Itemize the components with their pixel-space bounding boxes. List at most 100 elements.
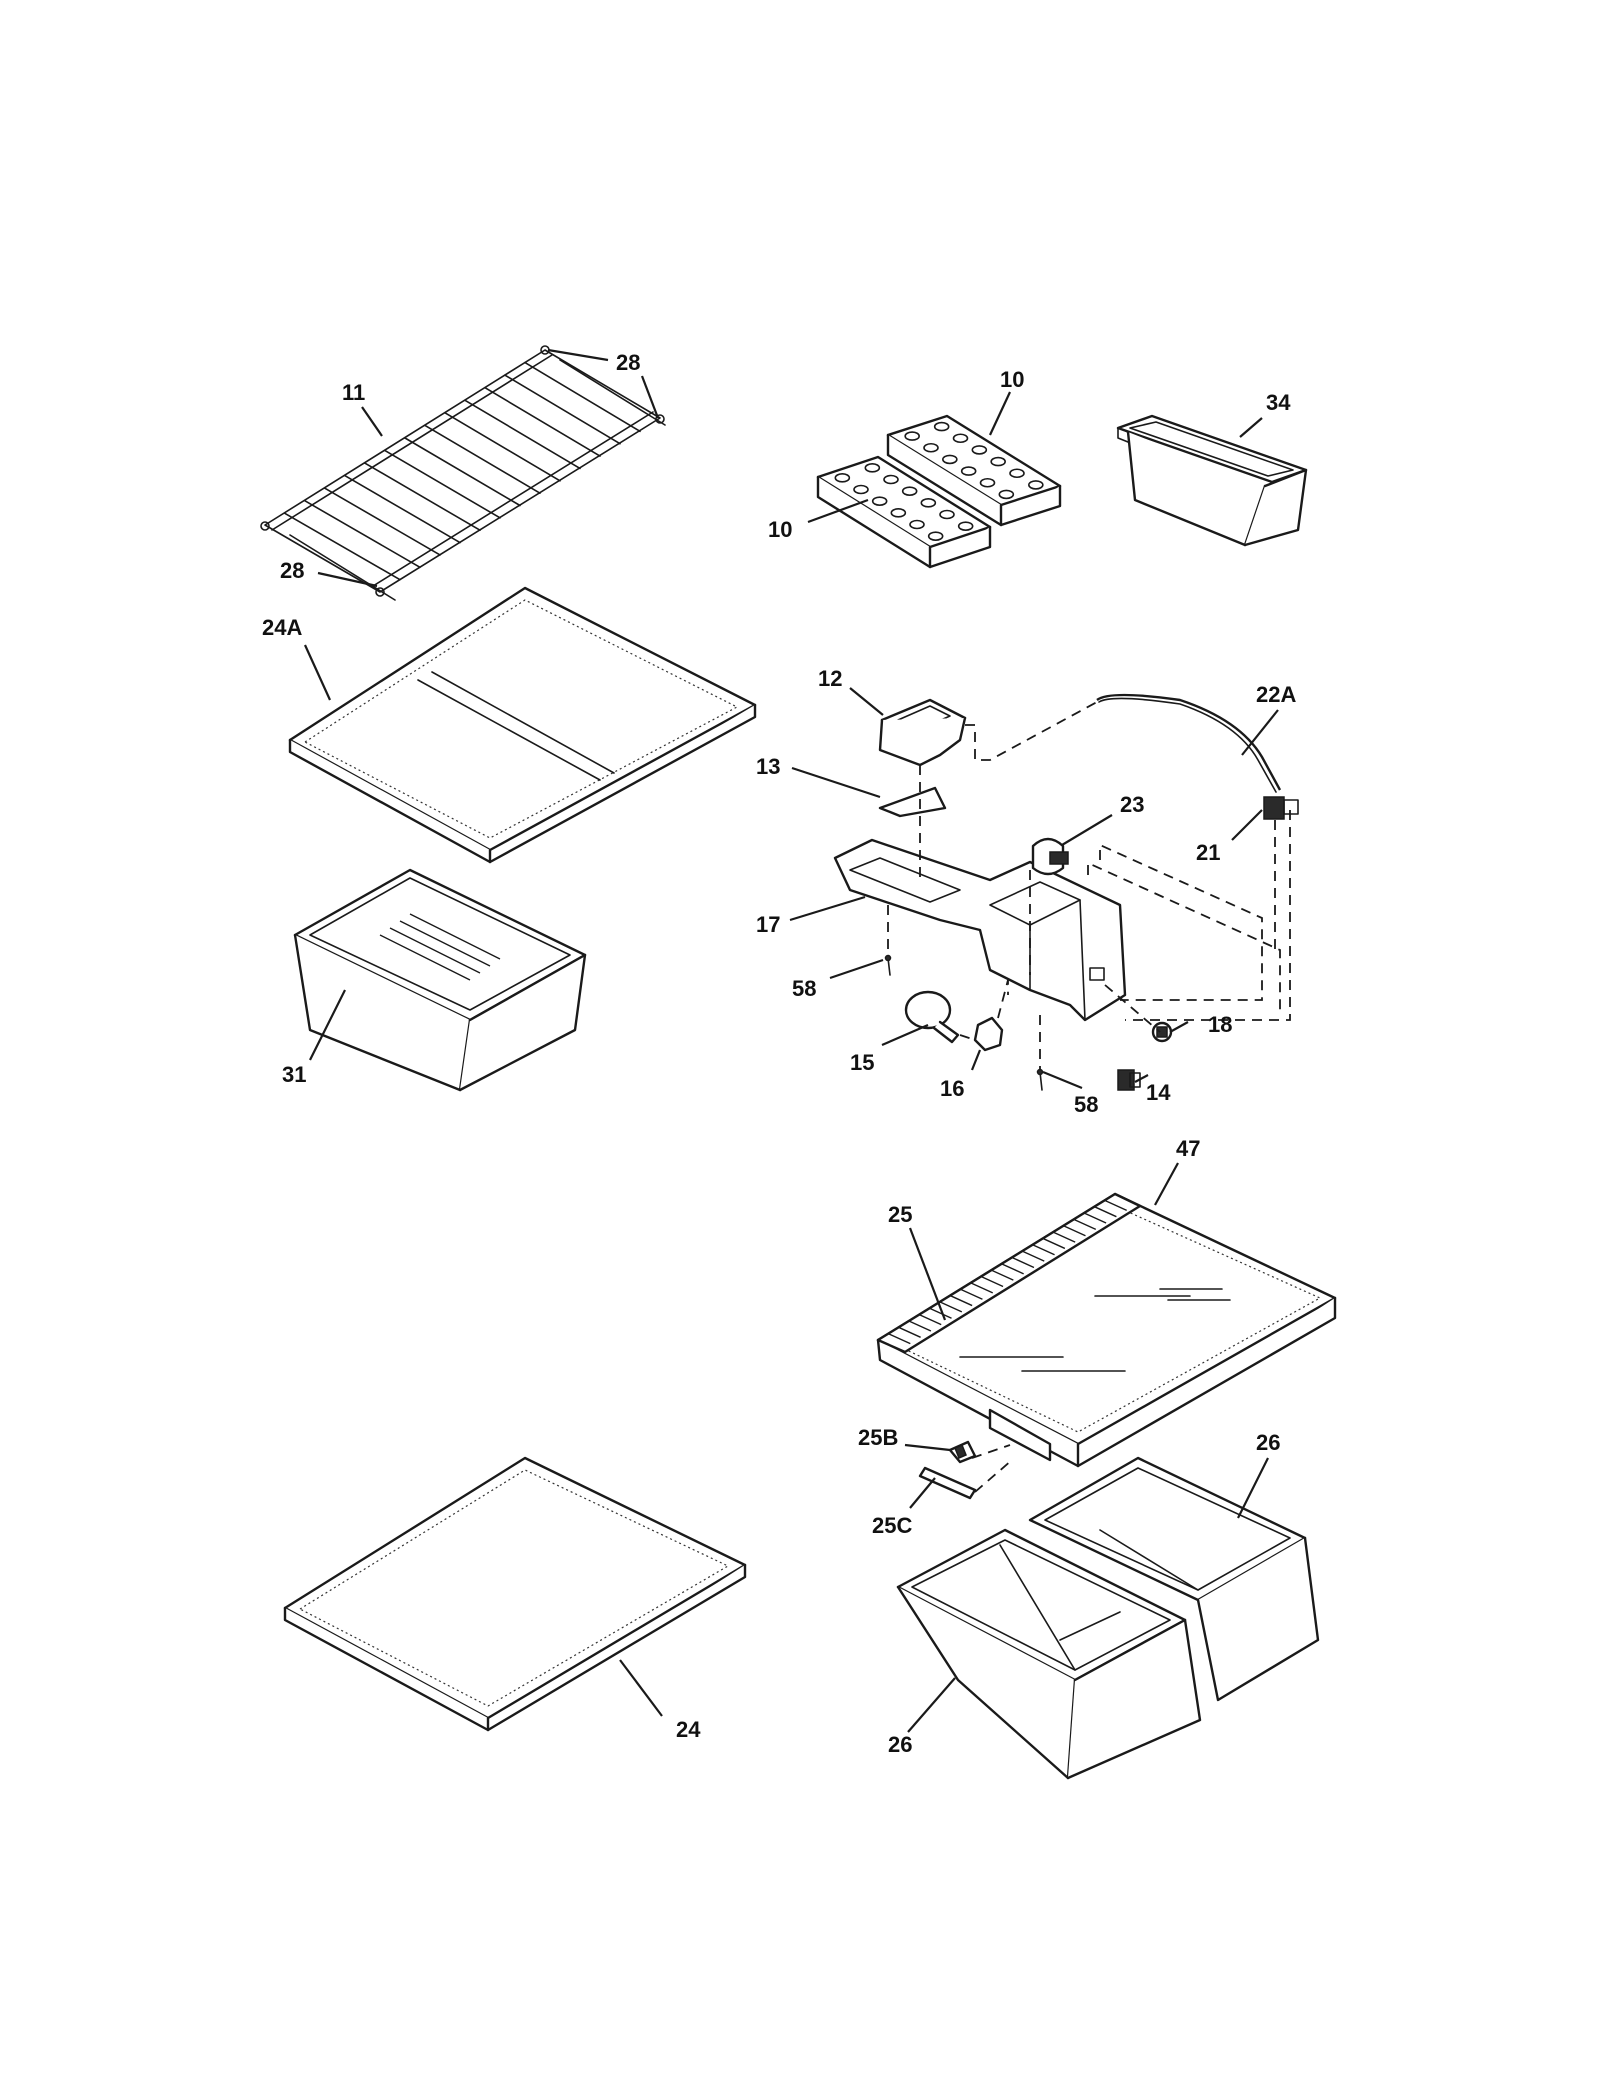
ice-cube-cell xyxy=(1028,480,1044,490)
part-12-light-shield xyxy=(878,698,967,767)
shelf-rod xyxy=(384,449,501,519)
part-21-light-switch xyxy=(1263,796,1299,820)
callout-10: 10 xyxy=(768,517,792,542)
ice-cube-cell xyxy=(909,519,925,530)
part-58-screw-right xyxy=(1036,1068,1044,1091)
part-14-rocker-switch xyxy=(1117,1069,1141,1091)
part-58-screw-left xyxy=(884,954,892,976)
frame-vent-slot xyxy=(939,1301,963,1313)
ice-cube-cell xyxy=(927,531,944,541)
callout-25: 25 xyxy=(888,1202,912,1227)
ice-cube-cell xyxy=(853,484,869,495)
callout-12: 12 xyxy=(818,666,842,691)
frame-vent-slot xyxy=(1032,1244,1055,1256)
callout-10: 10 xyxy=(1000,367,1024,392)
frame-vent-slot xyxy=(960,1288,983,1300)
ice-cube-cell xyxy=(834,473,851,483)
ice-cube-cell xyxy=(990,456,1006,467)
ice-cube-cell xyxy=(901,486,918,496)
callout-31: 31 xyxy=(282,1062,306,1087)
frame-vent-slot xyxy=(1001,1263,1024,1275)
ice-cube-cell xyxy=(904,431,920,441)
shelf-end-cap xyxy=(260,521,270,531)
frame-vent-slot xyxy=(888,1333,911,1345)
frame-vent-slot xyxy=(1042,1237,1066,1250)
callout-18: 18 xyxy=(1208,1012,1232,1037)
ice-cube-cell xyxy=(890,508,907,518)
frame-vent-slot xyxy=(1063,1225,1086,1237)
callout-58: 58 xyxy=(792,976,816,1001)
frame-vent-slot xyxy=(1073,1218,1097,1231)
part-34-storage-bin xyxy=(1116,414,1308,547)
shelf-end-cap xyxy=(655,414,665,424)
ice-cube-cell xyxy=(952,433,969,444)
shelf-rod xyxy=(324,487,441,556)
callout-14: 14 xyxy=(1146,1080,1171,1105)
ice-cube-cell xyxy=(933,421,950,432)
callout-22A: 22A xyxy=(1256,682,1296,707)
part-17-control-housing xyxy=(833,838,1127,1022)
frame-vent-slot xyxy=(980,1275,1004,1288)
shelf-rod xyxy=(484,386,601,457)
part-24A-glass-shelf xyxy=(288,586,757,864)
part-26-crisper-back xyxy=(1028,1456,1320,1702)
callout-24A: 24A xyxy=(262,615,302,640)
frame-vent-slot xyxy=(949,1294,973,1307)
ice-cube-cell xyxy=(864,463,881,473)
part-15-light-bulb xyxy=(904,990,960,1044)
callout-labels: 11 28 28 10 10 34 24A 12 22A 13 23 21 17… xyxy=(262,350,1296,1757)
part-16-lamp-socket xyxy=(973,1016,1004,1052)
frame-vent-slot xyxy=(991,1269,1014,1281)
part-13-diffuser xyxy=(878,786,947,818)
frame-vent-slot xyxy=(908,1320,932,1332)
shelf-rod xyxy=(444,412,561,482)
part-18-knob xyxy=(1151,1021,1173,1043)
assembly-dash-lines xyxy=(887,701,1291,1070)
shelf-rod xyxy=(364,462,481,532)
ice-cube-cell xyxy=(1009,468,1025,479)
part-25C-bracket xyxy=(918,1466,977,1500)
frame-vent-slot xyxy=(918,1313,942,1326)
leader-lines xyxy=(303,348,1279,1733)
frame-vent-slot xyxy=(970,1282,994,1294)
shelf-rod xyxy=(284,512,401,581)
part-11-wire-shelf xyxy=(260,345,666,601)
ice-cube-cell xyxy=(871,496,888,506)
callout-23: 23 xyxy=(1120,792,1144,817)
shelf-rod xyxy=(404,437,521,507)
callout-13: 13 xyxy=(756,754,780,779)
part-24-glass-shelf xyxy=(283,1456,747,1732)
part-10-ice-tray-back xyxy=(886,414,1062,527)
part-47-glass-shelf xyxy=(876,1192,1337,1468)
ice-cube-cell xyxy=(960,466,977,476)
part-10-ice-tray-front xyxy=(816,455,992,569)
shelf-rod xyxy=(344,474,461,544)
housing-socket xyxy=(1089,967,1105,981)
callout-26: 26 xyxy=(888,1732,912,1757)
callout-25C: 25C xyxy=(872,1513,912,1538)
callout-26: 26 xyxy=(1256,1430,1280,1455)
shelf-end-cap xyxy=(375,587,385,597)
part-22A-wire-harness xyxy=(1096,693,1282,793)
callout-11: 11 xyxy=(342,380,365,405)
shelf-rod xyxy=(424,424,541,494)
callout-17: 17 xyxy=(756,912,780,937)
callout-24: 24 xyxy=(676,1717,701,1742)
shelf-rod xyxy=(504,374,621,445)
thermostat-terminal xyxy=(1049,851,1069,865)
callout-25B: 25B xyxy=(858,1425,898,1450)
ice-cube-cell xyxy=(923,442,939,453)
ice-cube-cell xyxy=(971,445,988,455)
part-25B-clip xyxy=(948,1440,977,1464)
shelf-rod xyxy=(524,361,641,433)
frame-vent-slot xyxy=(1104,1199,1127,1211)
ice-cube-cell xyxy=(957,521,974,531)
part-26-crisper-front xyxy=(896,1528,1202,1780)
callout-28: 28 xyxy=(616,350,640,375)
frame-vent-slot xyxy=(929,1307,952,1319)
frame-vent-slot xyxy=(1021,1250,1045,1262)
part-25-shelf-frame xyxy=(876,1192,1142,1462)
ice-cube-cell xyxy=(920,498,937,508)
dash-25B xyxy=(971,1444,1011,1459)
frame-vent-slot xyxy=(898,1326,921,1338)
